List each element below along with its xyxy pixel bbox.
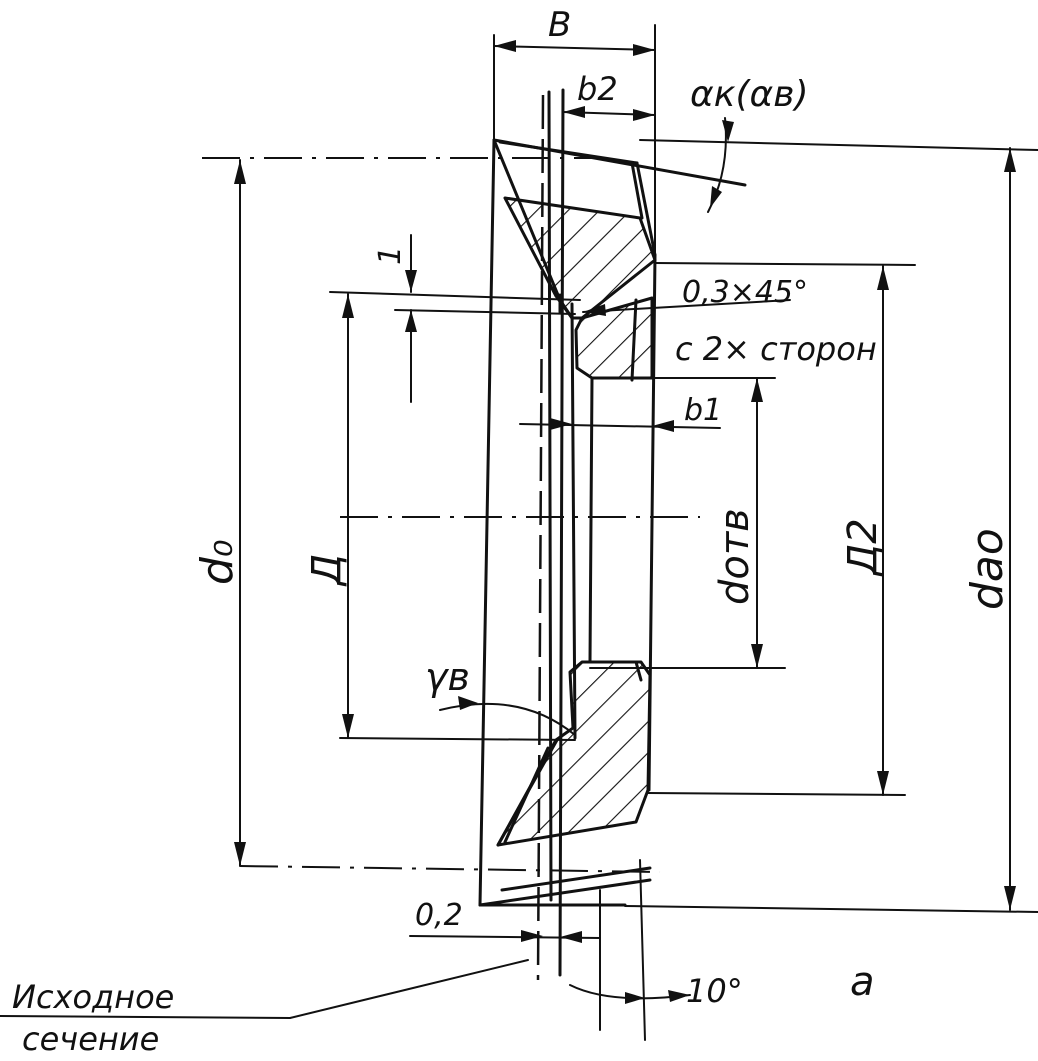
label-b2: b2 <box>577 70 618 108</box>
label-D2: Д2 <box>840 518 886 577</box>
label-0-2: 0,2 <box>415 898 463 933</box>
dimension-lines <box>0 40 1016 1019</box>
dashed-line-left <box>536 94 545 981</box>
label-b1: b1 <box>684 393 722 428</box>
label-source-section-1: Исходное <box>12 978 174 1016</box>
label-source-section-2: сечение <box>22 1020 159 1058</box>
label-both-sides: с 2× сторон <box>675 330 877 368</box>
label-d-otv: dотв <box>712 508 758 605</box>
axis-lines <box>202 157 700 1041</box>
label-gamma-v: γв <box>425 655 470 699</box>
label-d0: d₀ <box>192 539 243 585</box>
label-B: B <box>548 5 571 45</box>
label-10-deg: 10° <box>686 972 743 1010</box>
label-chamfer: 0,3×45° <box>682 275 808 310</box>
label-D: Д <box>304 554 350 587</box>
lower-hatched-section <box>496 660 652 847</box>
label-alpha-k: αк(αв) <box>690 74 809 115</box>
figure-letter: а <box>850 959 875 1005</box>
label-one: 1 <box>373 246 408 265</box>
label-dao: dао <box>962 528 1013 610</box>
extension-lines <box>329 24 1038 913</box>
